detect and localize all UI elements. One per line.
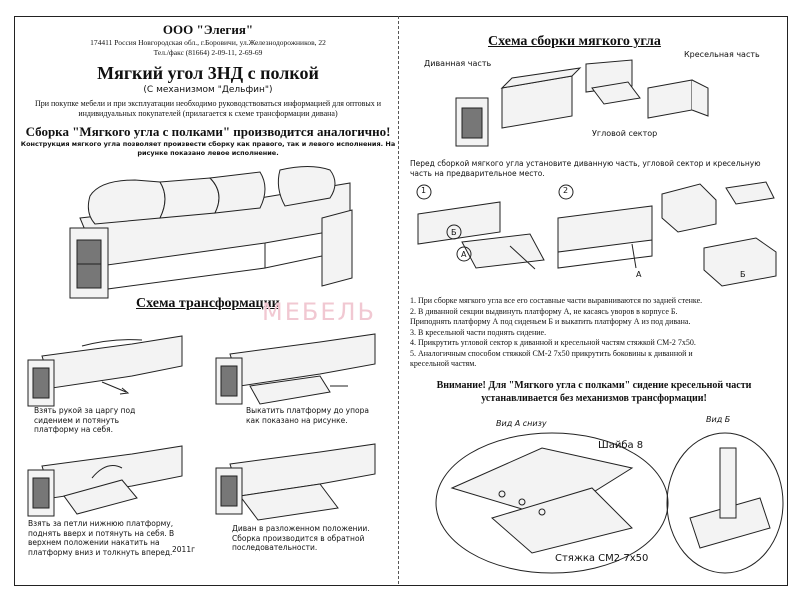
view-b-label: Вид Б: [706, 415, 731, 424]
transform-caption-3: Взять за петли нижнюю платформу, поднять…: [28, 519, 175, 557]
phone-line: Тел./факс (81664) 2-09-11, 2-69-69: [153, 48, 263, 57]
transform-step-3-illustration: [27, 445, 183, 517]
assembly-step-2-illustration: [557, 184, 653, 269]
washer-label: Шайба 8: [598, 440, 644, 451]
company-address: 174411 Россия Новгородская обл., г.Боров…: [20, 38, 396, 58]
assembly-step-1-illustration: [416, 184, 545, 270]
label-corner-sector: Угловой сектор: [592, 129, 658, 138]
detail-view-b-illustration: [666, 432, 784, 574]
step-line: 1. При сборке мягкого угла все его соста…: [410, 296, 703, 305]
construction-note: Конструкция мягкого угла позволяет произ…: [20, 140, 396, 157]
step-line: 3. В кресельной части поднять сидение.: [410, 327, 547, 337]
label-armchair-part: Кресельная часть: [684, 50, 760, 59]
transform-caption-1: Взять рукой за царгу под сидением и потя…: [34, 406, 136, 434]
pre-assembly-note: Перед сборкой мягкого угла установите ди…: [410, 159, 761, 178]
step-line: 5. Аналогичным способом стяжкой СМ-2 7х5…: [410, 348, 693, 358]
marker-a-2: А: [636, 270, 642, 279]
assembly-note: Сборка "Мягкого угла с полками" производ…: [25, 124, 391, 139]
intro-text: При покупке мебели и при эксплуатации не…: [34, 99, 382, 118]
label-sofa-part: Диванная часть: [424, 59, 492, 68]
step-line: кресельной частям.: [410, 359, 477, 368]
detail-view-a-illustration: [435, 432, 669, 574]
step-line: 4. Прикрутить угловой сектор к диванной …: [410, 338, 696, 347]
transform-step-1-illustration: [27, 335, 183, 407]
corner-sofa-illustration: [69, 166, 353, 299]
marker-b-1: Б: [451, 228, 457, 237]
year-label: 2011г: [172, 545, 196, 554]
transform-caption-2: Выкатить платформу до упора как показано…: [246, 406, 369, 425]
watermark-text: МЕБЕЛЬ: [262, 298, 377, 326]
warning-text: Внимание! Для "Мягкого угла с полками" с…: [436, 380, 752, 404]
transform-step-2-illustration: [215, 333, 376, 405]
view-a-label: Вид А снизу: [496, 419, 547, 428]
transform-caption-4: Диван в разложенном положении. Сборка пр…: [232, 524, 370, 552]
company-name: ООО "Элегия": [162, 22, 254, 37]
screw-label: Стяжка СМ2 7х50: [555, 553, 649, 564]
step-line: 2. В диванной секции выдвинуть платформу…: [410, 306, 678, 316]
address-line: 174411 Россия Новгородская обл., г.Боров…: [90, 38, 326, 47]
step-line: Приподнять платформу А под сиденьем Б и …: [410, 317, 691, 326]
assembly-steps: 1. При сборке мягкого угла все его соста…: [410, 296, 782, 370]
product-title: Мягкий угол 3НД с полкой: [97, 63, 319, 83]
assembly-title: Схема сборки мягкого угла: [488, 34, 661, 49]
marker-b-2: Б: [740, 270, 746, 279]
figure-number-2: 2: [563, 186, 569, 195]
product-subtitle: (С механизмом "Дельфин"): [143, 85, 273, 95]
transform-step-4-illustration: [215, 443, 376, 521]
transformation-title: Схема трансформации: [136, 296, 280, 311]
marker-a-1: А: [461, 250, 467, 259]
instruction-sheet: [14, 16, 788, 586]
figure-number-1: 1: [421, 186, 427, 195]
center-divider: [398, 16, 399, 584]
assembly-parts-illustration: [455, 59, 709, 147]
armchair-illustration: [661, 181, 777, 287]
